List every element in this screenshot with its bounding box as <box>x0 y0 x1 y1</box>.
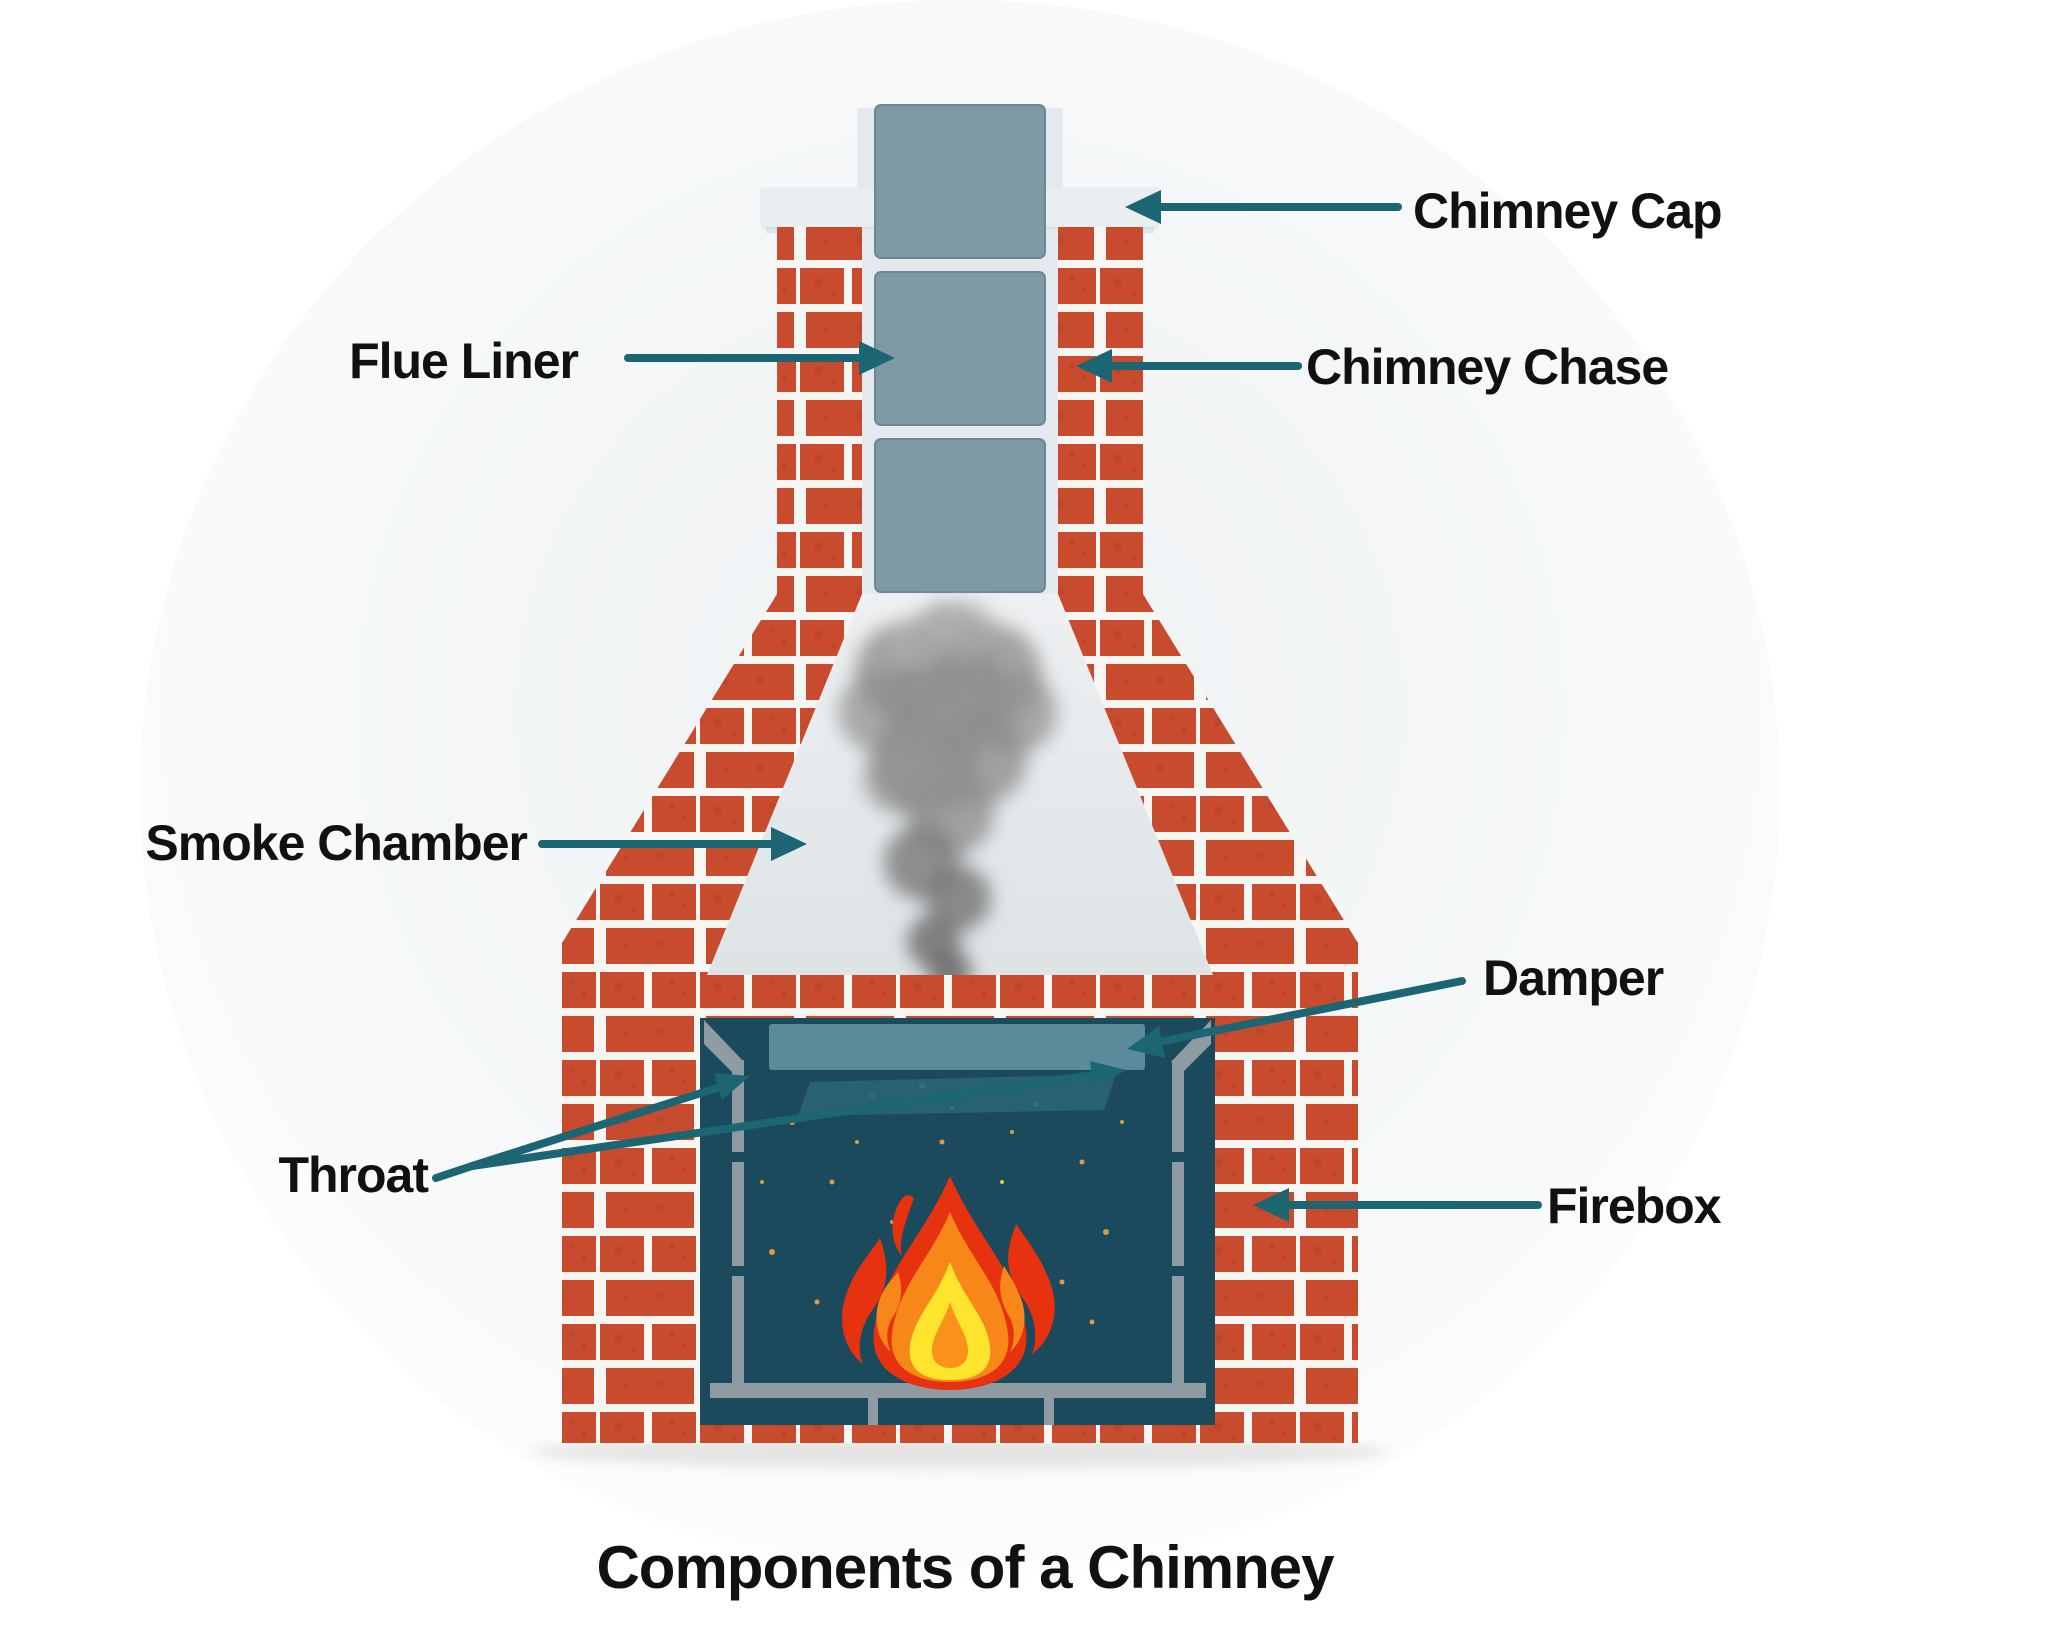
firebox-arrowhead <box>1253 1188 1289 1222</box>
callout-arrowheads <box>714 190 1289 1222</box>
damper-panel <box>769 1024 1145 1070</box>
label-flue-liner: Flue Liner <box>349 333 578 389</box>
label-chimney-cap: Chimney Cap <box>1413 183 1722 239</box>
chimney-cap-arrowhead <box>1125 190 1161 224</box>
chimney-chase-arrowhead <box>1076 349 1112 383</box>
label-smoke-chamber: Smoke Chamber <box>145 815 527 871</box>
label-firebox: Firebox <box>1547 1178 1722 1234</box>
flue-liner-tile <box>874 438 1046 593</box>
callout-lines <box>432 203 1542 1209</box>
throat-arrow-line-b <box>468 1071 1097 1170</box>
damper-arrow-line <box>1155 977 1466 1046</box>
sloped-wall-left <box>562 594 862 975</box>
label-damper: Damper <box>1483 950 1664 1006</box>
chase-brick-right <box>1058 227 1143 594</box>
base-shadow <box>530 1436 1390 1468</box>
smoke-chamber-arrowhead <box>771 827 807 861</box>
flue-liner-tile <box>874 104 1046 259</box>
smoke-plume <box>838 600 1057 975</box>
diagram-title: Components of a Chimney <box>596 1534 1335 1601</box>
flame <box>842 1176 1055 1390</box>
throat-arrowhead-b <box>1090 1061 1126 1089</box>
sloped-wall-right <box>1058 594 1358 975</box>
flue-liner-arrowhead <box>859 341 895 375</box>
label-throat: Throat <box>278 1147 429 1203</box>
damper-arrowhead <box>1127 1026 1165 1058</box>
throat-arrowhead-a <box>714 1073 750 1100</box>
frame-joints <box>732 1152 1184 1276</box>
hearth-row <box>700 1398 1215 1425</box>
label-chimney-chase: Chimney Chase <box>1306 339 1668 395</box>
chase-brick-left <box>777 227 862 594</box>
flue-liner-tile <box>874 271 1046 426</box>
